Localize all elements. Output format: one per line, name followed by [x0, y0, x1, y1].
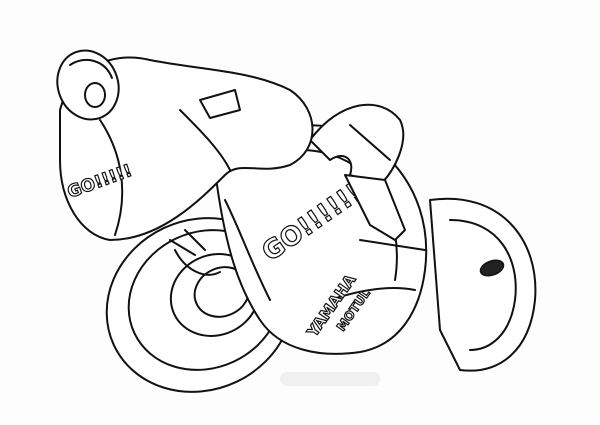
rider: GO!!!!!	[59, 56, 314, 276]
ground-shadow	[280, 372, 380, 386]
rider-leg	[309, 103, 406, 241]
rear-wheel	[429, 197, 537, 372]
helmet	[56, 49, 120, 121]
